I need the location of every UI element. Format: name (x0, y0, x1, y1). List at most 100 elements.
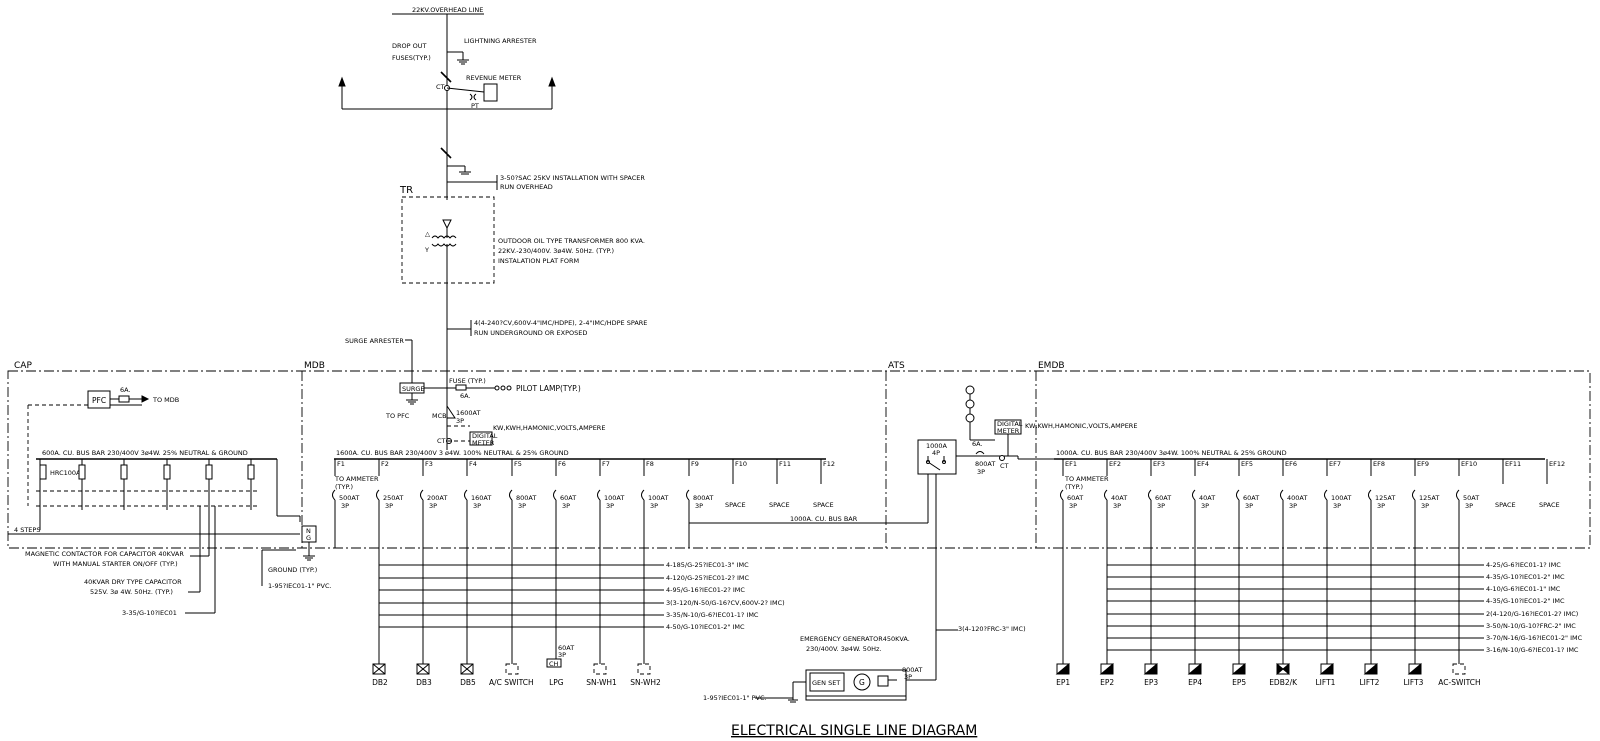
emdb-load: EP1 (1055, 548, 1070, 687)
drop-out-fuse-icon (440, 71, 452, 83)
mdb-feeder-id: F8 (646, 460, 654, 468)
emdb-ammeter-1: TO AMMETER (1064, 475, 1109, 483)
emdb-feeder-pole: 3P (1333, 502, 1341, 510)
emdb-load-label: EDB2/K (1269, 678, 1298, 687)
mdb-load-label: SN-WH2 (630, 678, 661, 687)
emdb-load: EP2 (1099, 548, 1114, 687)
ng-g: G (306, 534, 311, 542)
breaker-icon (1192, 489, 1196, 501)
emdb-fuse-label: 6A. (972, 440, 983, 448)
mdb-feeder-rating: 200AT (427, 494, 447, 502)
mdb-feeder-pole: 3P (429, 502, 437, 510)
mdb-feeder-id: F11 (779, 460, 791, 468)
mdb-feeder-rating: 60AT (560, 494, 576, 502)
mdb-cable-callouts: 4-185/G-25?IEC01-3" IMC4-120/G-25?IEC01-… (379, 561, 785, 631)
revenue-meter-icon (483, 83, 498, 102)
emdb-feeder-pole: 3P (1069, 502, 1077, 510)
mdb-feeder-id: F5 (514, 460, 522, 468)
emdb-load: EP3 (1143, 548, 1158, 687)
cable-callout: 4-95/G-16?IEC01-2? IMC (666, 586, 745, 594)
cable-callout: 4-50/G-10?IEC01-2" IMC (666, 623, 745, 631)
emdb-feeder-pole: 3P (1201, 502, 1209, 510)
mdb-meter-note: KW,KWH,HAMONIC,VOLTS,AMPERE (493, 424, 605, 432)
emdb-ammeter-2: (TYP.) (1065, 483, 1083, 491)
overhead-line-label: 22KV.OVERHEAD LINE (412, 6, 483, 14)
cap-cable-label: 3-35/G-10?IEC01 (122, 609, 177, 617)
generator-note-2: 230/400V. 3ø4W. 50Hz. (806, 645, 881, 653)
mdb-feeder-pole: 3P (695, 502, 703, 510)
ats-breaker-pole: 4P (932, 449, 940, 457)
breaker-icon (1456, 489, 1460, 501)
main-breaker-rating: 1600AT (456, 409, 480, 417)
mdb-feeder-id: F9 (691, 460, 699, 468)
switch-box-icon (593, 663, 607, 675)
ch-label: CH (549, 660, 559, 668)
generator-note-1: EMERGENCY GENERATOR450KVA. (800, 635, 910, 643)
emdb-digital-meter-2: METER (997, 427, 1020, 435)
emdb-digital-meter-1: DIGITAL (997, 420, 1023, 428)
transformer-note-3: INSTALATION PLAT FORM (498, 257, 579, 265)
mdb-feeder-rating: 800AT (693, 494, 713, 502)
digital-meter-box (469, 431, 493, 446)
mdb-feeder-rating: 250AT (383, 494, 403, 502)
emdb-load: EP4 (1187, 548, 1202, 687)
emdb-load: LIFT3 (1404, 548, 1424, 687)
switch-box-icon (505, 663, 519, 675)
breaker-icon (597, 489, 601, 501)
mdb-feeder-id: F2 (381, 460, 389, 468)
emdb-feeder-id: EF4 (1197, 460, 1209, 468)
switch-box-icon (1452, 663, 1466, 675)
section-ats-label: ATS (888, 361, 905, 371)
emdb-feeder-rating: 125AT (1375, 494, 1395, 502)
mdb-feeder-id: F12 (823, 460, 835, 468)
capacitor-note-2: 525V. 3ø 4W. 50Hz. (TYP.) (90, 588, 173, 596)
emdb-load: EDB2/K (1269, 548, 1298, 687)
mdb-load: SN-WH2 (630, 548, 661, 687)
emdb-feeder-rating: 60AT (1155, 494, 1171, 502)
revenue-meter-label: REVENUE METER (466, 74, 522, 82)
emdb-load-label: EP2 (1100, 678, 1114, 687)
transformer-note-1: OUTDOOR OIL TYPE TRANSFORMER 800 KVA. (498, 237, 645, 245)
cable-callout: 4-35/G-10?IEC01-2" IMC (1486, 597, 1565, 605)
mdb-load-label: A/C SWITCH (489, 678, 534, 687)
cable-callout: 4-120/G-25?IEC01-2? IMC (666, 574, 750, 582)
mdb-feeder-pole: 3P (341, 502, 349, 510)
emdb-cable-callouts: 4-25/G-6?IEC01-1? IMC4-35/G-10?IEC01-2" … (1107, 561, 1583, 654)
generator-icon (853, 673, 871, 691)
mdb-feeder-id: F6 (558, 460, 566, 468)
breaker-icon (686, 489, 690, 501)
generator-ground-cable: 1-95?IEC01-1" PVC. (703, 694, 767, 702)
mdb-load-label: LPG (549, 678, 564, 687)
emdb-load-label: LIFT1 (1316, 678, 1336, 687)
genset-label: GEN SET (812, 679, 840, 687)
cable-callout: 4-35/G-10?IEC01-2" IMC (1486, 573, 1565, 581)
diagram-title: ELECTRICAL SINGLE LINE DIAGRAM (731, 723, 977, 739)
mdb-section: SURGE ARRESTER SURGE FUSE (TYP.) 6A. PIL… (261, 337, 928, 687)
emdb-load: AC-SWITCH (1438, 548, 1481, 687)
emdb-feeder-pole: 3P (1157, 502, 1165, 510)
pt-icon (469, 93, 477, 101)
mdb-feeder-rating: SPACE (725, 501, 746, 509)
emdb-feeder-id: EF10 (1461, 460, 1477, 468)
generator-breaker-rating: 800AT (902, 666, 922, 674)
emdb-feeder-id: EF1 (1065, 460, 1077, 468)
section-cap-label: CAP (14, 361, 32, 371)
digital-meter-label-1: DIGITAL (472, 432, 498, 440)
emdb-feeder-pole: 3P (1421, 502, 1429, 510)
lightning-arrester-label: LIGHTNING ARRESTER (464, 37, 537, 45)
emdb-ct-label: CT (1000, 462, 1009, 470)
breaker-icon (553, 489, 557, 501)
emdb-load-label: EP3 (1144, 678, 1158, 687)
mdb-load-label: SN-WH1 (586, 678, 617, 687)
breaker-icon (1148, 489, 1152, 501)
